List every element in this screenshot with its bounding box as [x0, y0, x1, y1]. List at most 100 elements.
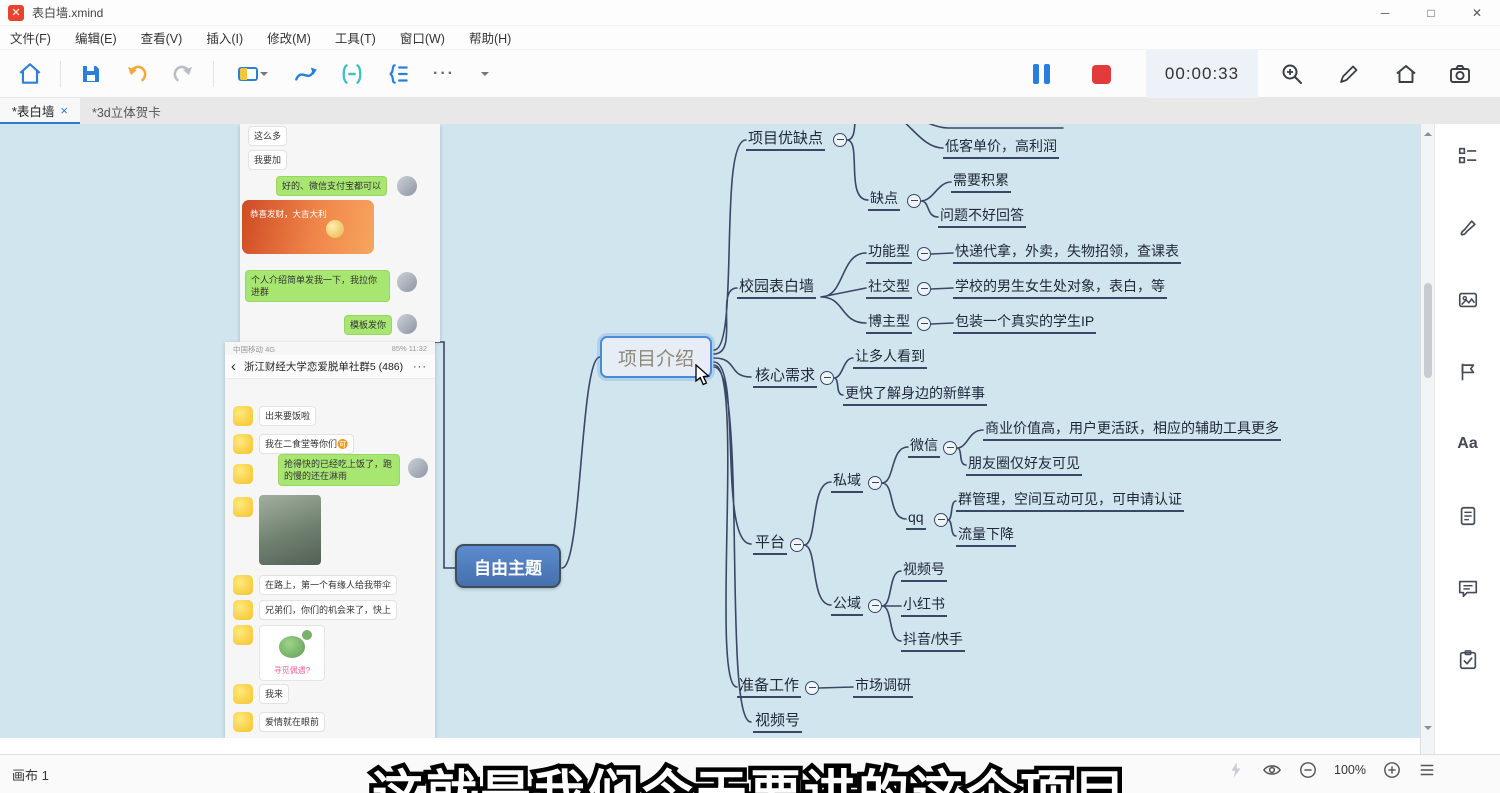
- vertical-scroll-thumb[interactable]: [1424, 283, 1432, 378]
- topic-blogger[interactable]: 博主型: [866, 313, 912, 334]
- recorder-zoom-button[interactable]: [1280, 50, 1304, 98]
- topic-blogger-detail[interactable]: 包装一个真实的学生IP: [953, 313, 1097, 334]
- topic-social-detail[interactable]: 学校的男生女生处对象，表白，等: [953, 278, 1167, 299]
- topic-wechat-detail-1[interactable]: 商业价值高，用户更活跃，相应的辅助工具更多: [983, 420, 1281, 441]
- topic-low-price[interactable]: 低客单价，高利润: [943, 138, 1059, 159]
- menu-view[interactable]: 查看(V): [140, 32, 183, 46]
- recorder-pause-button[interactable]: [1033, 50, 1050, 98]
- boundary-button[interactable]: [338, 60, 366, 88]
- topic-wechat-detail-2[interactable]: 朋友圈仅好友可见: [966, 455, 1082, 476]
- more-icon[interactable]: ···: [413, 360, 427, 373]
- topic-platform[interactable]: 平台: [753, 534, 788, 555]
- topic-hard-answer[interactable]: 问题不好回答: [938, 207, 1026, 228]
- undo-button[interactable]: [123, 60, 151, 88]
- summary-button[interactable]: [384, 60, 412, 88]
- chat-screenshot-phone[interactable]: 中国移动 4G 85% 11:32 ‹ 浙江财经大学恋爱脱单社群5 (486) …: [225, 342, 435, 738]
- collapse-toggle[interactable]: [917, 317, 931, 331]
- menu-modify[interactable]: 修改(M): [267, 32, 311, 46]
- topic-qq-detail-2[interactable]: 流量下降: [956, 526, 1016, 547]
- zoom-out-icon[interactable]: [1299, 761, 1317, 779]
- topic-qq-detail-1[interactable]: 群管理，空间互动可见，可申请认证: [956, 491, 1184, 512]
- menu-window[interactable]: 窗口(W): [399, 32, 445, 46]
- topic-public-3[interactable]: 抖音/快手: [901, 631, 965, 652]
- topic-public-1[interactable]: 视频号: [901, 561, 947, 582]
- recorder-stop-button[interactable]: [1092, 50, 1111, 98]
- scroll-up-icon[interactable]: [1424, 128, 1432, 136]
- chat-screenshot-top[interactable]: 这么多 我要加 好的、微信支付宝都可以 恭喜发财，大吉大利 个人介绍简单发我一下…: [240, 124, 440, 342]
- style-button[interactable]: [230, 60, 274, 88]
- zoom-level[interactable]: 100%: [1334, 763, 1366, 777]
- topic-core-need[interactable]: 核心需求: [753, 367, 818, 388]
- menu-tools[interactable]: 工具(T): [334, 32, 376, 46]
- topic-functional[interactable]: 功能型: [866, 243, 912, 264]
- redo-button[interactable]: [169, 60, 197, 88]
- back-icon[interactable]: ‹: [231, 358, 236, 375]
- maximize-button[interactable]: □: [1427, 5, 1435, 20]
- topic-functional-detail[interactable]: 快递代拿，外卖，失物招领，查课表: [953, 243, 1181, 264]
- topic-need-accum[interactable]: 需要积累: [951, 172, 1011, 193]
- topic-social[interactable]: 社交型: [866, 278, 912, 299]
- topic-wechat[interactable]: 微信: [908, 437, 940, 458]
- relationship-button[interactable]: [292, 60, 320, 88]
- topic-preparation[interactable]: 准备工作: [737, 677, 802, 698]
- insert-image-button[interactable]: [1454, 286, 1482, 314]
- comment-panel-button[interactable]: [1454, 574, 1482, 602]
- label-panel-button[interactable]: Aa: [1454, 430, 1482, 458]
- marker-panel-button[interactable]: [1454, 358, 1482, 386]
- save-icon: [83, 65, 99, 82]
- topic-market-research[interactable]: 市场调研: [853, 677, 913, 698]
- topic-cons[interactable]: 缺点: [868, 190, 900, 211]
- collapse-toggle[interactable]: [943, 441, 957, 455]
- format-panel-button[interactable]: [1454, 142, 1482, 170]
- topic-central[interactable]: 自由主题: [455, 544, 561, 588]
- task-panel-button[interactable]: [1454, 646, 1482, 674]
- collapse-toggle[interactable]: [917, 282, 931, 296]
- topic-public-domain[interactable]: 公域: [831, 595, 863, 616]
- recorder-home-button[interactable]: [1394, 50, 1418, 98]
- menu-help[interactable]: 帮助(H): [468, 32, 512, 46]
- topic-qq[interactable]: qq: [906, 509, 926, 530]
- save-button[interactable]: [77, 60, 105, 88]
- style-panel-button[interactable]: [1454, 214, 1482, 242]
- vertical-scrollbar[interactable]: [1420, 124, 1434, 738]
- topic-private-domain[interactable]: 私域: [831, 472, 863, 493]
- topic-pros-cons[interactable]: 项目优缺点: [746, 130, 826, 151]
- topic-intro[interactable]: 项目介绍: [600, 336, 712, 378]
- collapse-toggle[interactable]: [868, 476, 882, 490]
- collapse-toggle[interactable]: [805, 681, 819, 695]
- tab-close-icon[interactable]: ×: [60, 102, 68, 118]
- topic-need-1[interactable]: 让多人看到: [853, 348, 927, 369]
- recorder-pen-button[interactable]: [1337, 50, 1361, 98]
- collapse-toggle[interactable]: [790, 538, 804, 552]
- close-button[interactable]: ✕: [1471, 5, 1483, 20]
- eye-icon[interactable]: [1262, 761, 1282, 779]
- minimize-button[interactable]: ─: [1380, 5, 1390, 20]
- hamburger-menu-icon[interactable]: [1418, 761, 1436, 779]
- topic-public-2[interactable]: 小红书: [901, 596, 947, 617]
- mindmap-canvas[interactable]: 这么多 我要加 好的、微信支付宝都可以 恭喜发财，大吉大利 个人介绍简单发我一下…: [0, 124, 1420, 738]
- collapse-toggle[interactable]: [833, 133, 847, 147]
- lightning-icon[interactable]: [1227, 761, 1245, 779]
- sheet-name[interactable]: 画布 1: [12, 767, 49, 783]
- collapse-toggle[interactable]: [868, 599, 882, 613]
- recorder-screenshot-button[interactable]: [1448, 50, 1472, 98]
- collapse-toggle[interactable]: [907, 194, 921, 208]
- topic-campus-wall[interactable]: 校园表白墙: [737, 278, 817, 299]
- collapse-toggle[interactable]: [820, 371, 834, 385]
- home-icon: [1396, 65, 1416, 83]
- collapse-toggle[interactable]: [917, 247, 931, 261]
- more-button[interactable]: ···: [430, 60, 458, 88]
- home-button[interactable]: [16, 60, 44, 88]
- topic-need-2[interactable]: 更快了解身边的新鲜事: [843, 385, 987, 406]
- tab-3d-card[interactable]: *3d立体贺卡: [80, 98, 173, 124]
- menu-insert[interactable]: 插入(I): [206, 32, 244, 46]
- toolbar-expand-button[interactable]: [476, 60, 494, 88]
- collapse-toggle[interactable]: [934, 513, 948, 527]
- menu-file[interactable]: 文件(F): [10, 32, 51, 46]
- zoom-in-icon[interactable]: [1383, 761, 1401, 779]
- scroll-down-icon[interactable]: [1424, 726, 1432, 734]
- topic-video-channel[interactable]: 视频号: [753, 712, 803, 733]
- menu-edit[interactable]: 编辑(E): [74, 32, 117, 46]
- notes-panel-button[interactable]: [1454, 502, 1482, 530]
- tab-biaobaiqiang[interactable]: *表白墙 ×: [0, 98, 80, 124]
